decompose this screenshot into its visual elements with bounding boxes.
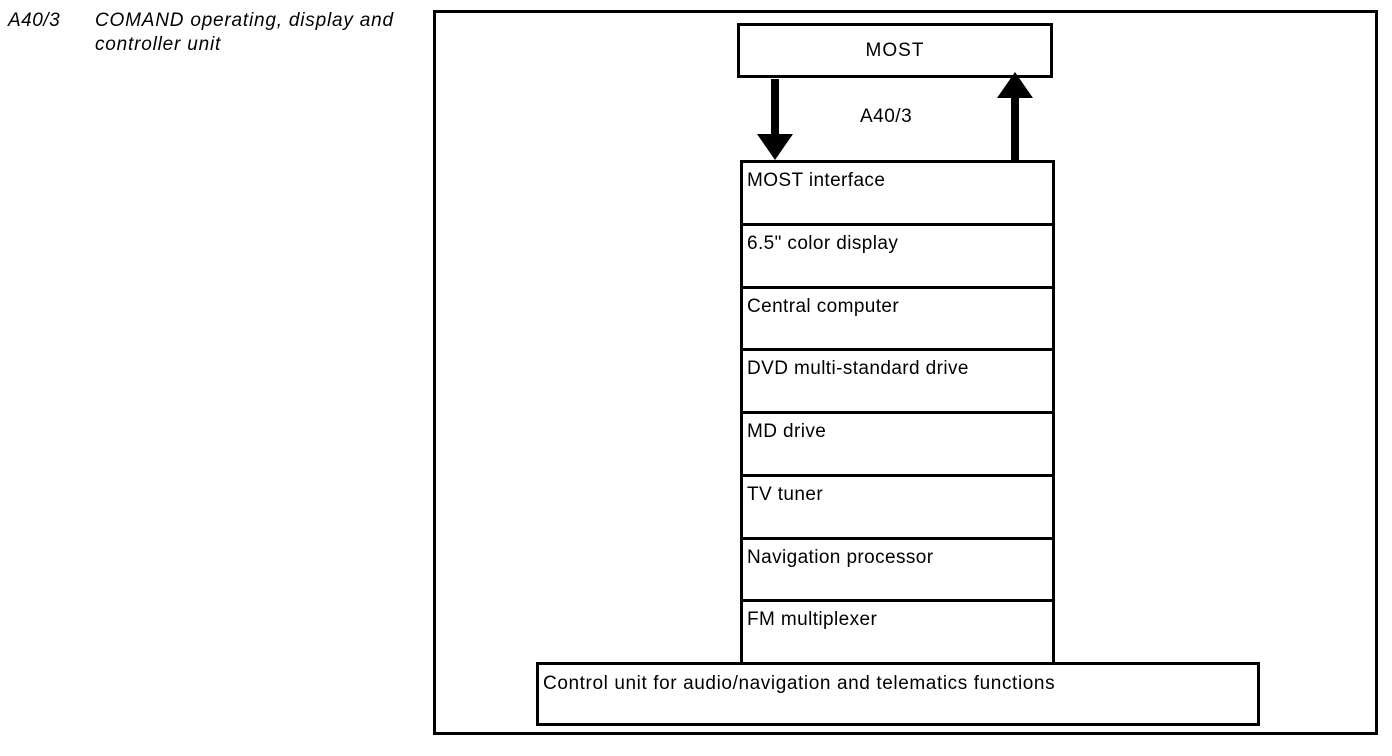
stack-item-fm-multiplexer: FM multiplexer xyxy=(747,609,878,631)
arrow-up-head-icon xyxy=(997,72,1033,98)
caption-description-line1: COMAND operating, display and xyxy=(95,10,394,31)
stack-item-central-computer: Central computer xyxy=(743,289,1052,352)
stack-item-color-display: 6.5" color display xyxy=(743,226,1052,289)
unit-designation-label: A40/3 xyxy=(860,106,913,127)
caption-description: COMAND operating, display and controller… xyxy=(95,9,435,57)
control-unit-box: Control unit for audio/navigation and te… xyxy=(536,662,1260,726)
arrow-down-stem xyxy=(771,79,779,139)
stack-item-most-interface: MOST interface xyxy=(743,163,1052,226)
stack-item-tv-tuner: TV tuner xyxy=(743,477,1052,540)
component-stack: MOST interface 6.5" color display Centra… xyxy=(740,160,1055,662)
stack-item-md-drive: MD drive xyxy=(743,414,1052,477)
most-bus-label: MOST xyxy=(865,39,925,61)
caption-term: A40/3 xyxy=(8,10,61,31)
caption-description-line2: controller unit xyxy=(95,34,222,55)
stack-item-navigation-processor: Navigation processor xyxy=(743,540,1052,603)
stack-item-dvd-drive: DVD multi-standard drive xyxy=(743,351,1052,414)
arrow-up-stem xyxy=(1011,96,1019,162)
most-bus-box: MOST xyxy=(737,23,1053,78)
arrow-down-head-icon xyxy=(757,134,793,160)
